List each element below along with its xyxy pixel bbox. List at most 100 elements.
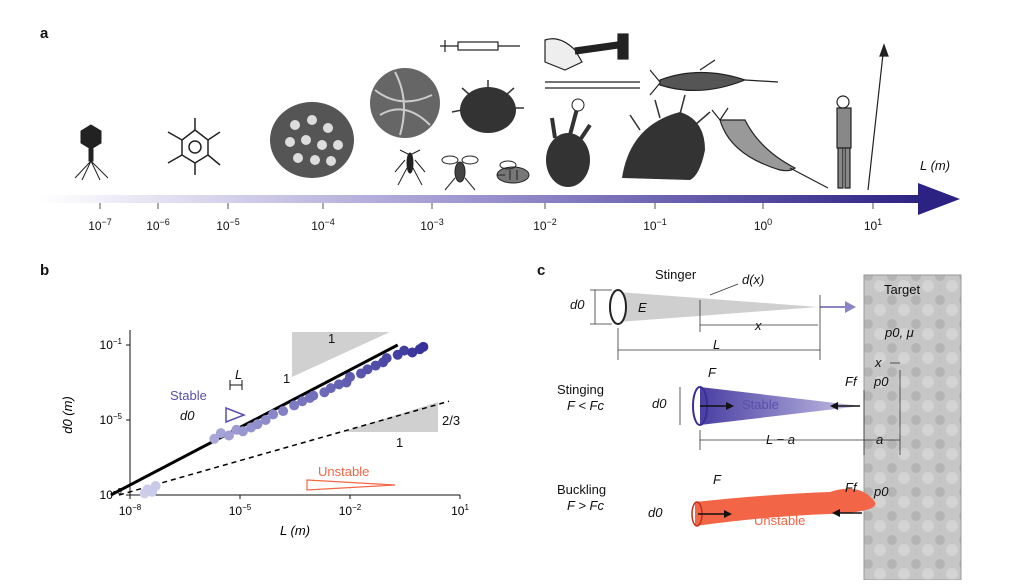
y-axis-label: d0 (m) <box>60 396 75 434</box>
data-point <box>278 406 289 417</box>
unstable-marker <box>306 479 396 491</box>
syringe-illustration <box>440 40 520 52</box>
unstable-annotation: Unstable <box>318 464 369 479</box>
stinger-shape <box>618 292 818 322</box>
data-point <box>418 341 429 352</box>
a-label: a <box>876 432 884 447</box>
data-point <box>223 430 234 441</box>
data-point <box>370 360 381 371</box>
fly-illustration <box>441 155 479 191</box>
buckling-title: Buckling <box>557 482 607 497</box>
scale-tick-label: 10−4 <box>311 217 335 233</box>
x-tick-label: 10−5 <box>229 503 252 518</box>
L-annotation: L <box>235 367 242 382</box>
Ff-unstable: Ff <box>845 480 857 495</box>
buckling-cond: F > Fc <box>567 498 604 513</box>
scale-tick-label: 100 <box>753 217 773 233</box>
E-label: E <box>638 300 647 315</box>
F-unstable: F <box>713 472 721 487</box>
stinging-cond: F < Fc <box>567 398 604 413</box>
data-point <box>297 396 308 407</box>
target-wall <box>863 274 962 580</box>
y-tick-label: 10−1 <box>100 337 123 352</box>
porcupine-illustration <box>622 94 711 180</box>
panel-c-diagram <box>590 274 962 580</box>
stable-marker <box>225 406 247 424</box>
La-label: L − a <box>766 432 796 447</box>
data-point <box>150 481 161 492</box>
data-point <box>209 433 220 444</box>
coral-illustration <box>270 102 354 178</box>
swordfish-illustration <box>649 59 779 96</box>
data-point <box>325 383 336 394</box>
mosquito-illustration <box>394 149 426 186</box>
unstable-stinger <box>695 488 876 526</box>
p0-unstable: p0 <box>874 484 889 499</box>
panel-a-label: a <box>40 25 49 42</box>
micrograph-illustration <box>370 68 440 138</box>
data-point <box>252 419 263 430</box>
sea-urchin-illustration <box>451 80 524 133</box>
panel-c-label: c <box>537 262 546 279</box>
panel-b-label: b <box>40 262 50 279</box>
x-stable: x <box>875 355 882 370</box>
slope-label-1-top: 1 <box>328 331 335 346</box>
scale-tick-label: 101 <box>863 217 883 233</box>
stable-text: Stable <box>742 397 779 412</box>
data-point <box>345 371 355 382</box>
unstable-text: Unstable <box>754 513 806 528</box>
slope-label-1-side: 1 <box>283 371 290 386</box>
target-label: Target <box>884 282 921 297</box>
d0-top-label: d0 <box>570 297 585 312</box>
data-point <box>308 390 319 401</box>
stinger-base <box>609 289 627 325</box>
p0-mu-label: p0, μ <box>885 325 914 340</box>
data-point <box>215 428 226 439</box>
slope-label-1-bottom: 1 <box>396 435 403 450</box>
Ff-stable: Ff <box>845 374 857 389</box>
data-point <box>381 353 392 364</box>
narwhal-illustration <box>711 107 829 189</box>
x-tick-label: 101 <box>451 503 469 518</box>
x-tick-label: 10−2 <box>339 503 362 518</box>
bee-illustration <box>496 160 530 184</box>
stinging-title: Stinging <box>557 382 604 397</box>
fit-line-dashed <box>118 400 450 496</box>
scale-tick-label: 10−5 <box>216 217 240 233</box>
fit-line-solid <box>110 343 399 497</box>
scale-tick-label: 10−3 <box>420 217 444 233</box>
data-point <box>407 347 418 358</box>
stable-annotation: Stable <box>170 388 207 403</box>
human-illustration <box>836 43 889 191</box>
x-tick-label: 10−8 <box>119 503 142 518</box>
data-point <box>289 400 300 411</box>
data-point <box>333 379 344 390</box>
slope-triangle-1 <box>292 332 390 377</box>
bacteriophage-illustration <box>74 124 109 181</box>
scale-tick-label: 10−7 <box>88 217 112 233</box>
p0-stable: p0 <box>874 374 889 389</box>
d0-stable: d0 <box>652 396 667 411</box>
data-point <box>399 345 410 356</box>
F-stable: F <box>708 365 716 380</box>
dx-label: d(x) <box>742 272 765 287</box>
data-point <box>260 415 271 425</box>
scale-tick-label: 10−2 <box>533 217 557 233</box>
axis-label-L: L (m) <box>920 158 951 173</box>
radiolarian-illustration <box>167 118 221 175</box>
y-tick-label: 10−5 <box>100 412 123 427</box>
scale-arrow-head <box>918 183 960 215</box>
panel-a-illustrations <box>40 33 960 215</box>
d0-annotation: d0 <box>180 408 195 423</box>
x-label: x <box>755 318 762 333</box>
scale-tick-label: 10−6 <box>146 217 170 233</box>
L-label: L <box>713 337 721 352</box>
stinger-label: Stinger <box>655 267 697 282</box>
slope-label-23: 2/3 <box>442 413 460 428</box>
data-point <box>362 364 373 375</box>
scale-tick-label: 10−1 <box>643 217 667 233</box>
hammer-illustration <box>544 33 640 89</box>
data-point <box>268 409 279 420</box>
cactus-illustration <box>546 98 592 187</box>
